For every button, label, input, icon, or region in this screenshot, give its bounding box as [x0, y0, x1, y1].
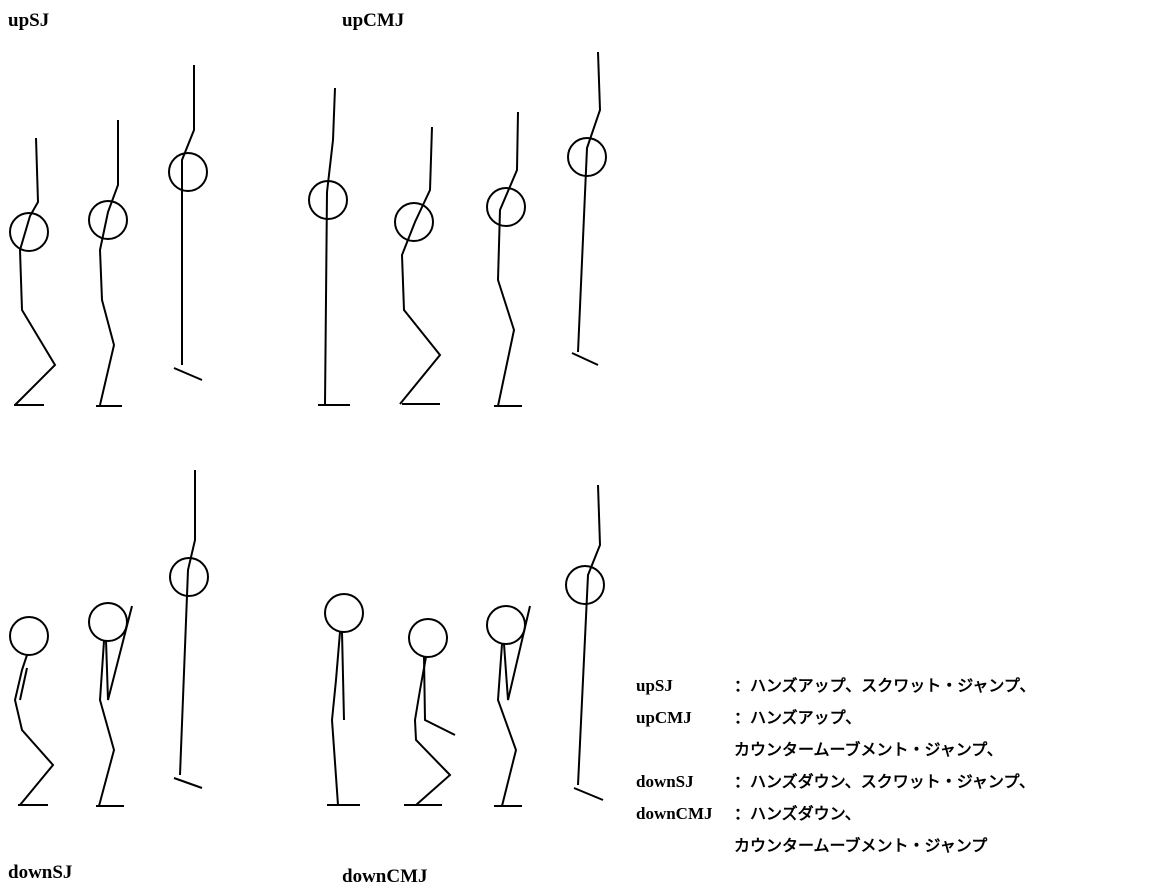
stick-figure-upsj-3 — [168, 65, 208, 381]
stick-figure-upcmj-1 — [308, 87, 350, 406]
legend-key: downSJ — [636, 772, 694, 791]
panel-label-downcmj: downCMJ — [342, 866, 428, 887]
legend: upSJ ：ハンズアップ、スクワット・ジャンプ、 upCMJ ：ハンズアップ、 … — [636, 670, 1035, 862]
legend-key: downCMJ — [636, 804, 713, 823]
legend-desc: ：ハンズダウン、スクワット・ジャンプ、 — [734, 772, 1035, 791]
stick-figure-downcmj-1 — [324, 593, 364, 806]
stick-figure-downcmj-4 — [565, 484, 605, 801]
legend-key — [636, 830, 734, 862]
stick-figure-upsj-1 — [9, 137, 57, 406]
legend-desc: ：ハンズアップ、 — [734, 708, 862, 727]
stick-figure-downsj-3 — [169, 470, 209, 789]
legend-row: カウンタームーブメント・ジャンプ — [636, 830, 1035, 862]
legend-desc: ：ハンズダウン、 — [734, 804, 861, 823]
panel-label-downsj: downSJ — [8, 862, 73, 883]
stick-figure-downcmj-2 — [404, 618, 456, 806]
stick-figure-upsj-2 — [88, 120, 128, 407]
legend-desc: カウンタームーブメント・ジャンプ — [734, 836, 988, 855]
panel-label-upcmj: upCMJ — [342, 10, 405, 31]
stick-figure-downcmj-3 — [486, 605, 531, 807]
stick-figure-upcmj-3 — [486, 111, 526, 407]
legend-key: upCMJ — [636, 708, 692, 727]
legend-row: カウンタームーブメント・ジャンプ、 — [636, 734, 1035, 766]
legend-desc: カウンタームーブメント・ジャンプ、 — [734, 740, 1003, 759]
legend-key — [636, 734, 734, 766]
legend-row: upSJ ：ハンズアップ、スクワット・ジャンプ、 — [636, 670, 1035, 702]
legend-desc: ：ハンズアップ、スクワット・ジャンプ、 — [734, 676, 1036, 695]
legend-row: downSJ ：ハンズダウン、スクワット・ジャンプ、 — [636, 766, 1035, 798]
legend-row: downCMJ ：ハンズダウン、 — [636, 798, 1035, 830]
legend-row: upCMJ ：ハンズアップ、 — [636, 702, 1035, 734]
panel-label-upsj: upSJ — [8, 10, 50, 31]
stick-figure-downsj-1 — [9, 616, 55, 806]
stick-figure-downsj-2 — [88, 602, 133, 807]
stick-figure-upcmj-4 — [567, 51, 607, 366]
stick-figure-upcmj-2 — [394, 126, 442, 405]
legend-key: upSJ — [636, 676, 673, 695]
